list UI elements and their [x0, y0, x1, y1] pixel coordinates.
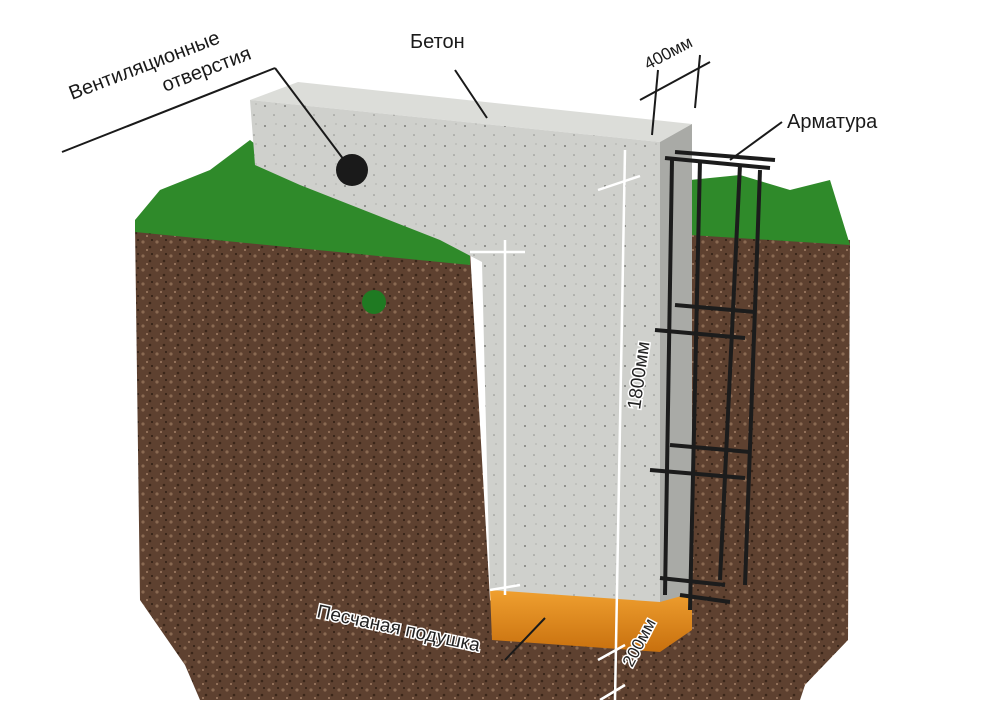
rebar-label: Арматура	[787, 111, 878, 133]
vent-hole	[336, 154, 368, 186]
concrete-top	[250, 82, 692, 142]
dimension-lines	[470, 149, 641, 702]
soil-left	[135, 225, 560, 700]
concrete-label: Бетон	[410, 31, 465, 53]
leader-lines	[61, 67, 783, 661]
grass-left	[135, 140, 470, 265]
width-dimension	[639, 54, 711, 136]
grass-right	[690, 175, 850, 245]
rebar-cage	[649, 150, 776, 611]
soil-right	[690, 225, 850, 690]
vent-hole-far	[362, 290, 386, 314]
width-label: 400мм	[641, 32, 696, 73]
concrete-front	[250, 100, 660, 605]
sand-cushion	[490, 590, 692, 652]
